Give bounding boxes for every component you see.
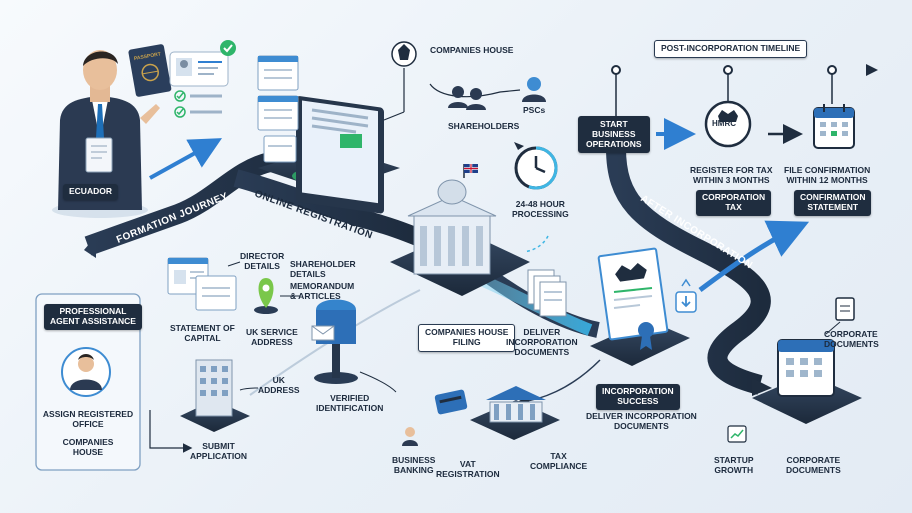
pscs-person-icon bbox=[522, 77, 546, 102]
memorandum-label: MEMORANDUM & ARTICLES bbox=[290, 281, 355, 301]
file-confirmation-label: FILE CONFIRMATION WITHIN 12 MONTHS bbox=[784, 165, 871, 185]
certificate-icon bbox=[590, 247, 690, 366]
shareholder-details-label: SHAREHOLDER DETAILS bbox=[290, 259, 356, 279]
business-banking-label: BUSINESS BANKING bbox=[392, 455, 436, 475]
processing-label: 24-48 HOUR PROCESSING bbox=[512, 199, 569, 219]
location-pin-icon bbox=[254, 278, 278, 314]
incorporation-success-tag: INCORPORATION SUCCESS bbox=[596, 384, 680, 410]
registration-forms-icon bbox=[167, 257, 241, 311]
submit-application-label: SUBMIT APPLICATION bbox=[190, 441, 247, 461]
companies-house-top-label: COMPANIES HOUSE bbox=[430, 45, 514, 55]
checklist-icon bbox=[174, 90, 222, 118]
bank-icon bbox=[470, 386, 560, 440]
companies-house-filing-tag: COMPANIES HOUSE FILING bbox=[418, 324, 516, 352]
verified-identification-label: VERIFIED IDENTIFICATION bbox=[316, 393, 384, 413]
banking-person-icon bbox=[402, 427, 418, 446]
calendar-icon bbox=[813, 104, 855, 149]
government-building-icon bbox=[390, 164, 530, 296]
assign-registered-office-label: ASSIGN REGISTERED OFFICE bbox=[42, 409, 134, 429]
formation-journey-ribbon bbox=[84, 142, 332, 256]
register-for-tax-label: REGISTER FOR TAX WITHIN 3 MONTHS bbox=[690, 165, 773, 185]
deliver-documents-2-label: DELIVER INCORPORATION DOCUMENTS bbox=[586, 411, 697, 431]
mailbox-icon bbox=[311, 299, 358, 384]
hmrc-badge-icon bbox=[704, 100, 752, 148]
document-icon bbox=[835, 297, 855, 321]
companies-house-left-label: COMPANIES HOUSE bbox=[62, 437, 114, 457]
after-incorporation-ribbon bbox=[606, 147, 771, 395]
agent-person-icon bbox=[61, 347, 111, 397]
start-business-operations-tag: START BUSINESS OPERATIONS bbox=[578, 116, 650, 154]
startup-growth-label: STARTUP GROWTH bbox=[714, 455, 754, 475]
clock-icon bbox=[514, 142, 558, 190]
crest-icon bbox=[391, 41, 417, 67]
professional-agent-tag: PROFESSIONAL AGENT ASSISTANCE bbox=[44, 304, 142, 330]
growth-chart-icon bbox=[727, 425, 747, 443]
corporation-tax-tag: CORPORATION TAX bbox=[696, 190, 772, 216]
confirmation-statement-tag: CONFIRMATION STATEMENT bbox=[794, 190, 872, 216]
id-card-icon bbox=[169, 40, 236, 87]
office-building-icon bbox=[180, 359, 250, 432]
director-details-label: DIRECTOR DETAILS bbox=[240, 251, 285, 271]
download-icon bbox=[675, 278, 697, 313]
online-registration-ribbon bbox=[233, 169, 424, 247]
credit-card-icon bbox=[434, 389, 468, 415]
passport-icon: PASSPORT bbox=[128, 44, 172, 97]
tax-compliance-label: TAX COMPLIANCE bbox=[530, 451, 588, 471]
uk-address-label: UK ADDRESS bbox=[258, 375, 300, 395]
uk-service-address-label: UK SERVICE ADDRESS bbox=[246, 327, 298, 347]
statement-of-capital-label: STATEMENT OF CAPITAL bbox=[170, 323, 235, 343]
vat-registration-label: VAT REGISTRATION bbox=[436, 459, 500, 479]
document-stack-icon bbox=[527, 269, 567, 317]
shareholders-person-icon bbox=[448, 86, 486, 110]
pscs-label: PSCs bbox=[523, 105, 546, 115]
corporate-documents-bottom-label: CORPORATE DOCUMENTS bbox=[786, 455, 841, 475]
post-incorporation-timeline-tag: POST-INCORPORATION TIMELINE bbox=[654, 40, 808, 58]
passport-text: PASSPORT bbox=[134, 51, 162, 62]
deliver-documents-label: DELIVER INCORPORATION DOCUMENTS bbox=[506, 327, 578, 357]
ecuador-tag: ECUADOR bbox=[63, 184, 118, 200]
businessman-person-icon bbox=[52, 50, 160, 218]
monitor-icon bbox=[257, 55, 400, 214]
shareholders-label: SHAREHOLDERS bbox=[448, 121, 520, 131]
hmrc-label: HMRC bbox=[712, 119, 736, 128]
corporate-documents-top-label: CORPORATE DOCUMENTS bbox=[824, 329, 879, 349]
flag-uk-icon bbox=[464, 164, 478, 173]
calendar-platform-icon bbox=[752, 339, 862, 424]
